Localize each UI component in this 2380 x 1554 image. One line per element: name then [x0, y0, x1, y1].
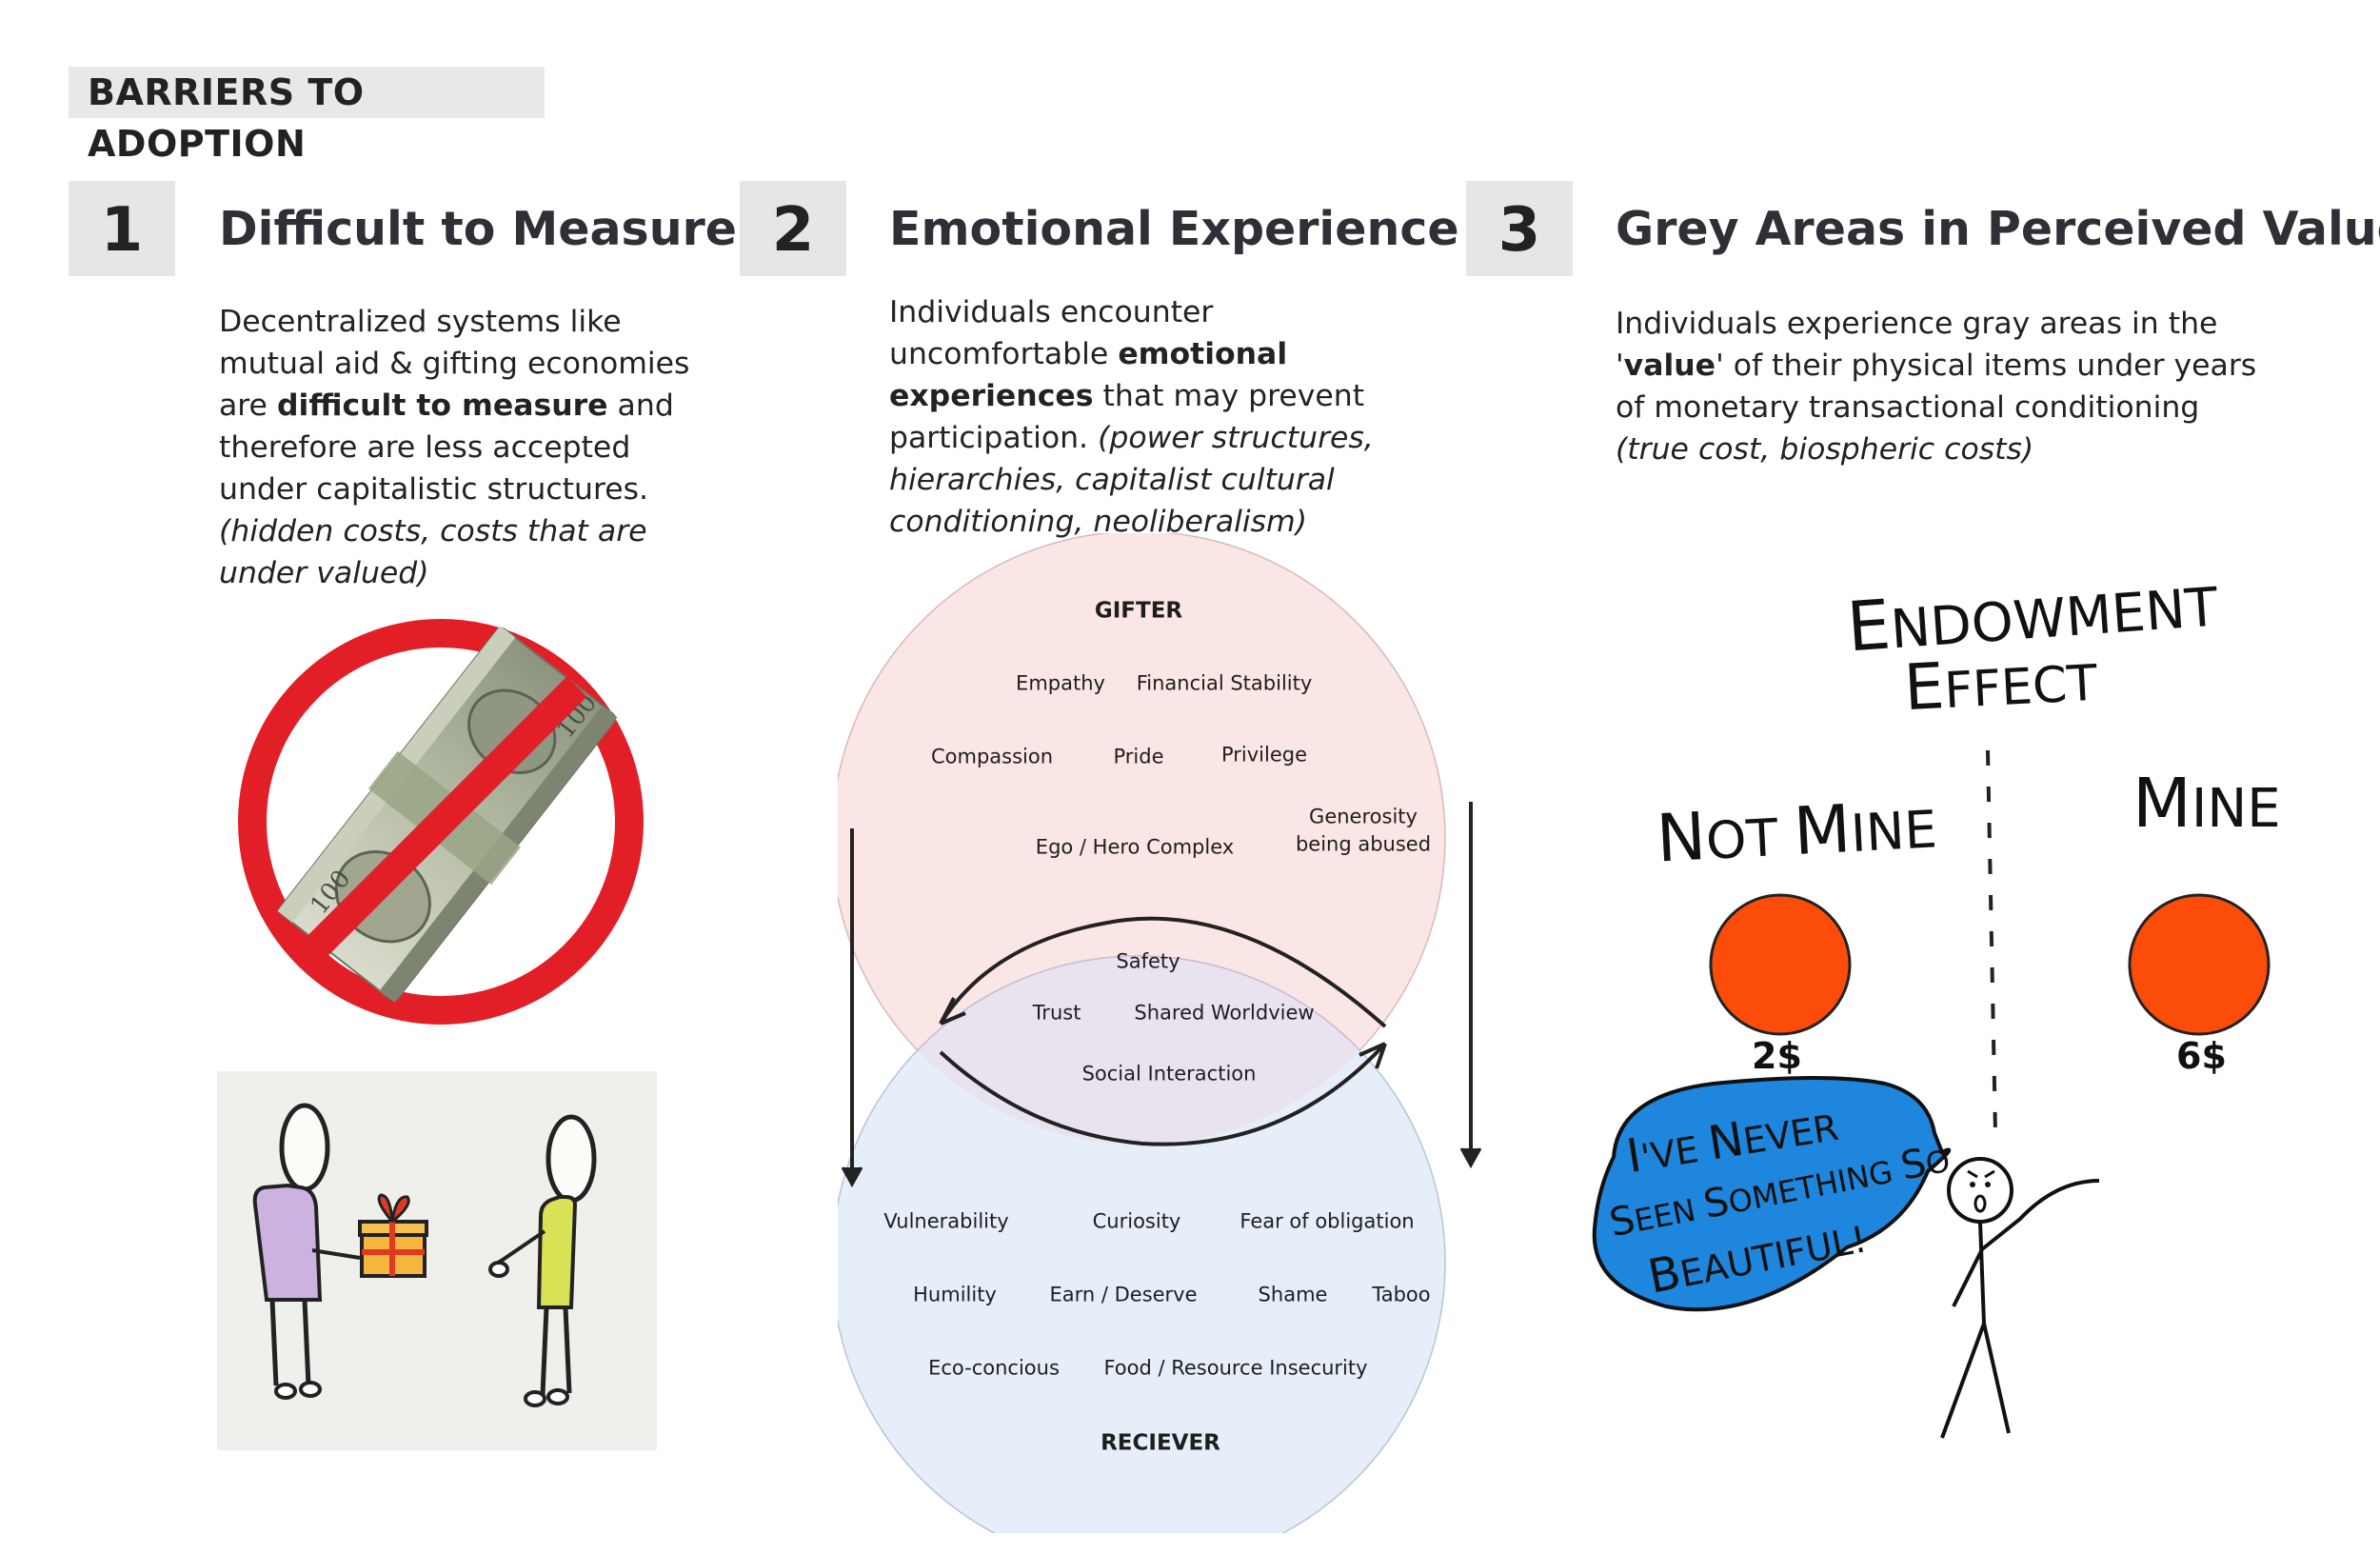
section-title-2: Emotional Experience [889, 202, 1459, 256]
mine-label: MINE [2132, 763, 2281, 843]
body-run: Decentralized systems like mutual aid & … [219, 305, 690, 423]
section-number-2: 2 [740, 181, 846, 276]
body-run: ' of their physical items under years of… [1616, 349, 2257, 425]
reciever-title: RECIEVER [1101, 1430, 1220, 1456]
venn-label: being abused [1295, 832, 1432, 856]
not-mine-ball [1709, 893, 1852, 1036]
venn-label: Earn / Deserve [1049, 1283, 1198, 1306]
section-tag: BARRIERS TO ADOPTION [69, 67, 545, 165]
section-number-1: 1 [69, 181, 175, 276]
divider-dashed-line [1986, 749, 1997, 1134]
venn-label: Pride [1113, 745, 1164, 768]
venn-label: Eco-concious [928, 1356, 1060, 1380]
body-run: (true cost, biospheric costs) [1616, 432, 2034, 467]
speech-bubble [1592, 1076, 1952, 1312]
venn-label: Social Interaction [1081, 1062, 1257, 1086]
venn-label: Taboo [1372, 1283, 1431, 1306]
left-arrowhead [841, 1166, 863, 1188]
body-run: that may prevent participation. [889, 379, 1365, 455]
not-mine-price: 2$ [1752, 1035, 1802, 1077]
overlap-arrow-lower [939, 1042, 1387, 1146]
venn-label: Food / Resource Insecurity [1103, 1356, 1368, 1380]
section-title-1: Difficult to Measure [219, 202, 737, 256]
body-run: emotional experiences [889, 337, 1288, 413]
endowment-title-line2: EFFECT [1902, 648, 2099, 726]
venn-label: Curiosity [1092, 1209, 1181, 1233]
mine-ball [2128, 893, 2271, 1036]
section-number-3: 3 [1466, 181, 1573, 276]
venn-label: Privilege [1220, 743, 1308, 767]
venn-label: Fear of obligation [1240, 1209, 1415, 1233]
venn-label: Vulnerability [883, 1209, 1009, 1233]
body-run: (power structures, hierarchies, capitali… [889, 421, 1374, 539]
venn-label: Shared Worldview [1134, 1001, 1315, 1025]
right-arrowhead [1459, 1147, 1482, 1169]
venn-label: Shame [1258, 1283, 1328, 1306]
section-body-2: Individuals encounter uncomfortable emot… [889, 291, 1422, 543]
venn-label: Safety [1116, 949, 1180, 973]
venn-label: Ego / Hero Complex [1035, 835, 1235, 859]
section-body-paragraph: Decentralized systems like mutual aid & … [219, 301, 700, 594]
venn-label: Financial Stability [1136, 671, 1313, 695]
venn-label: Generosity [1309, 805, 1418, 828]
not-mine-label: NOT MINE [1655, 791, 1939, 878]
body-run: (hidden costs, costs that are under valu… [219, 514, 647, 590]
body-run: value [1623, 349, 1716, 383]
body-run: Individuals encounter uncomfortable [889, 295, 1214, 371]
venn-diagram [838, 533, 1482, 1533]
section-title-3: Grey Areas in Perceived Value [1616, 202, 2380, 256]
section-body-paragraph: Individuals encounter uncomfortable emot… [889, 291, 1422, 543]
gift-exchange-illustration [217, 1071, 657, 1450]
section-body-paragraph: Individuals experience gray areas in the… [1616, 303, 2282, 470]
arrowhead-upper [939, 997, 966, 1026]
body-run: Individuals experience gray areas in the… [1616, 307, 2218, 383]
body-run: and therefore are less accepted under ca… [219, 388, 674, 507]
section-body-1: Decentralized systems like mutual aid & … [219, 301, 700, 594]
venn-label: Humility [913, 1283, 997, 1306]
overlap-arrow-upper [939, 916, 1387, 1028]
endowment-effect-drawing [1592, 749, 2271, 1439]
venn-label: Empathy [1016, 671, 1105, 695]
arrowhead-lower [1359, 1042, 1387, 1069]
venn-label: Trust [1032, 1001, 1081, 1025]
body-run: difficult to measure [276, 388, 608, 423]
gifter-title: GIFTER [1094, 598, 1183, 624]
no-money-icon: 100 100 [238, 619, 644, 1025]
mine-price: 6$ [2176, 1035, 2227, 1077]
venn-label: Compassion [930, 745, 1054, 768]
section-body-3: Individuals experience gray areas in the… [1616, 303, 2282, 470]
